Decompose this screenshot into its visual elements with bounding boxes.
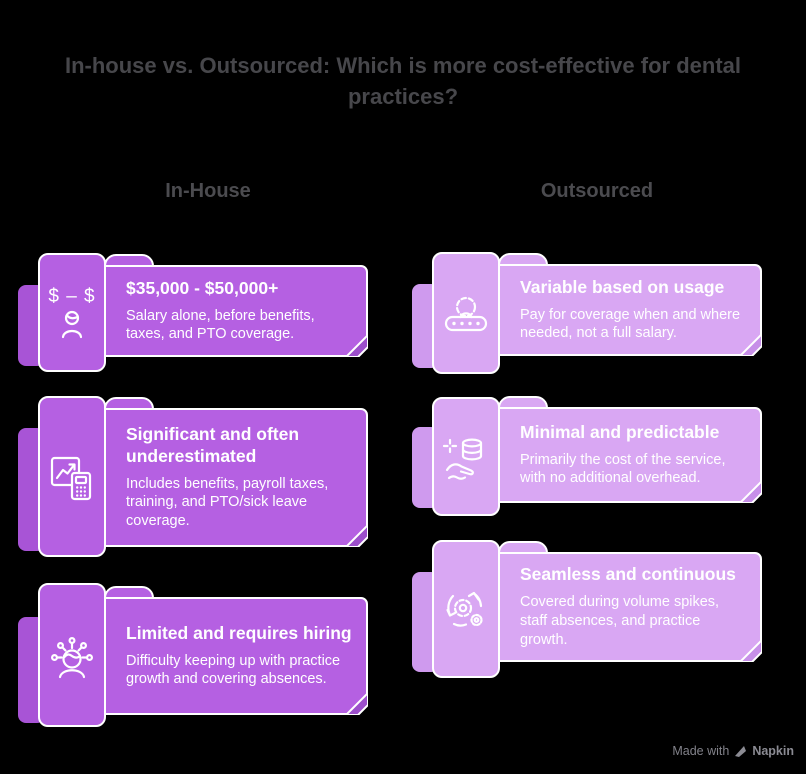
chart-calculator-icon <box>50 456 92 500</box>
sync-gears-icon <box>446 591 483 627</box>
card-body-panel: Minimal and predictable Primarily the co… <box>480 407 762 503</box>
salary-dollar-person-icon: $ – $ <box>48 286 95 340</box>
folded-corner <box>345 334 368 357</box>
card-in-house-hidden-costs: Significant and often underestimated Inc… <box>18 396 368 557</box>
card-title: Significant and often underestimated <box>126 423 300 466</box>
person-icon <box>61 310 83 338</box>
napkin-logo-icon <box>735 745 747 757</box>
made-with-label: Made with <box>672 744 730 758</box>
column-header-outsourced: Outsourced <box>540 180 654 202</box>
column-header-in-house: In-House <box>165 180 251 202</box>
person-skills-icon <box>50 637 93 679</box>
card-icon-panel <box>432 397 500 516</box>
card-body-panel: $35,000 - $50,000+ Salary alone, before … <box>86 265 368 357</box>
card-body-panel: Significant and often underestimated Inc… <box>86 408 368 547</box>
card-icon-panel <box>432 540 500 678</box>
page-title: In-house vs. Outsourced: Which is more c… <box>64 53 741 110</box>
card-body-panel: Limited and requires hiring Difficulty k… <box>86 597 368 715</box>
card-description: Includes benefits, payroll taxes, traini… <box>126 475 329 530</box>
card-description: Covered during volume spikes, staff abse… <box>520 594 720 648</box>
card-in-house-cost: $35,000 - $50,000+ Salary alone, before … <box>18 253 368 372</box>
card-title: Seamless and continuous <box>520 564 736 585</box>
card-outsourced-cost: Variable based on usage Pay for coverage… <box>412 252 762 374</box>
card-body-panel: Seamless and continuous Covered during v… <box>480 552 762 662</box>
gear-machine-icon <box>444 296 488 332</box>
card-description: Salary alone, before benefits, taxes, an… <box>126 307 315 343</box>
napkin-brand-label: Napkin <box>752 744 794 758</box>
folded-corner <box>345 524 368 547</box>
hand-database-icon <box>442 437 483 480</box>
card-body-panel: Variable based on usage Pay for coverage… <box>480 264 762 356</box>
folded-corner <box>739 333 762 356</box>
card-description: Pay for coverage when and where needed, … <box>520 306 741 342</box>
folded-corner <box>739 639 762 662</box>
made-with-napkin-watermark: Made with Napkin <box>672 744 794 758</box>
card-outsourced-continuity: Seamless and continuous Covered during v… <box>412 540 762 678</box>
card-title: Limited and requires hiring <box>126 622 352 643</box>
card-icon-panel <box>38 396 106 557</box>
card-icon-panel <box>432 252 500 374</box>
card-outsourced-overhead: Minimal and predictable Primarily the co… <box>412 396 762 516</box>
card-title: Variable based on usage <box>520 276 725 297</box>
folded-corner <box>345 692 368 715</box>
folded-corner <box>739 480 762 503</box>
card-description: Difficulty keeping up with practice grow… <box>126 652 341 688</box>
card-title: Minimal and predictable <box>520 421 720 442</box>
card-icon-panel <box>38 583 106 727</box>
card-title: $35,000 - $50,000+ <box>126 277 279 298</box>
dollar-range-label: $ – $ <box>48 285 96 307</box>
card-in-house-scalability: Limited and requires hiring Difficulty k… <box>18 583 368 727</box>
card-icon-panel: $ – $ <box>38 253 106 372</box>
card-description: Primarily the cost of the service, with … <box>520 451 726 487</box>
